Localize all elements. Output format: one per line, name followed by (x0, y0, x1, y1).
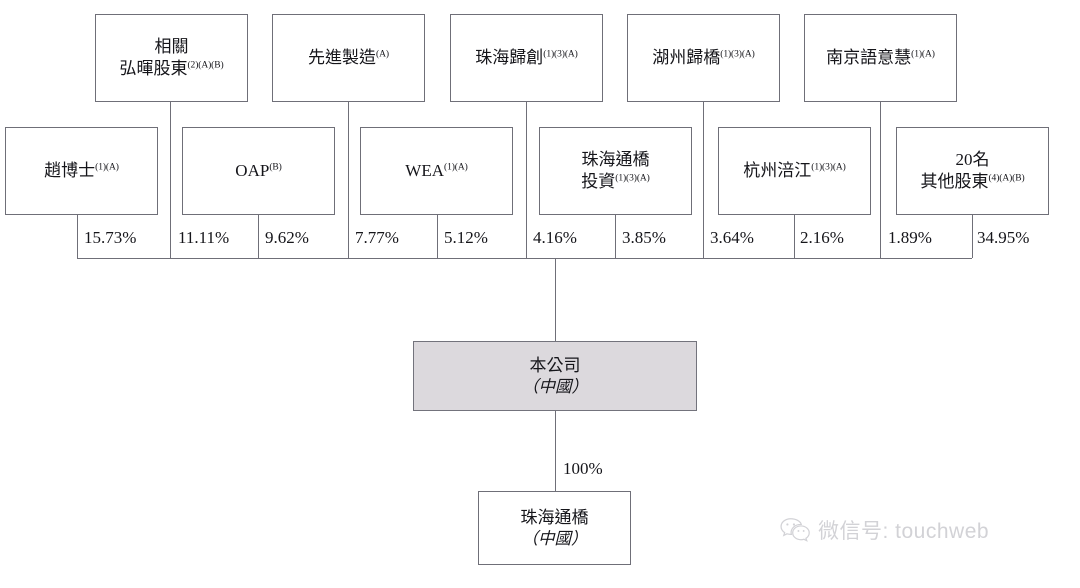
node-company[interactable]: 本公司 （中國） (413, 341, 697, 411)
watermark-text: 微信号: touchweb (818, 520, 990, 543)
node-company-region: （中國） (522, 377, 588, 397)
node-mid-5-line1: 杭州涪江(1)(3)(A) (743, 161, 846, 181)
node-top-4[interactable]: 湖州歸橋(1)(3)(A) (627, 14, 780, 102)
node-mid-2-line1: OAP(B) (235, 161, 282, 181)
node-mid-1-line1: 趙博士(1)(A) (44, 161, 119, 181)
connector-mid-3 (437, 215, 438, 258)
connector-mid-6 (972, 215, 973, 258)
pct-label-9: 2.16% (800, 228, 844, 247)
node-mid-6[interactable]: 20名 其他股東(4)(A)(B) (896, 127, 1049, 215)
node-mid-4-marks: (1)(3)(A) (615, 173, 650, 184)
connector-mid-2 (258, 215, 259, 258)
node-mid-1-marks: (1)(A) (95, 162, 119, 173)
node-subsidiary-region: （中國） (521, 529, 588, 549)
watermark: 微信号: touchweb (780, 515, 989, 545)
node-top-3[interactable]: 珠海歸創(1)(3)(A) (450, 14, 603, 102)
node-mid-2[interactable]: OAP(B) (182, 127, 335, 215)
wechat-icon (780, 517, 810, 543)
shareholder-bus-line (77, 258, 972, 259)
node-top-1-marks: (2)(A)(B) (187, 60, 224, 71)
pct-label-subsidiary: 100% (563, 459, 603, 478)
node-mid-6-line1: 20名 (955, 150, 990, 170)
connector-mid-1 (77, 215, 78, 258)
node-top-3-marks: (1)(3)(A) (543, 49, 578, 60)
node-top-4-marks: (1)(3)(A) (720, 49, 755, 60)
node-top-2-line1: 先進製造(A) (308, 48, 389, 68)
node-mid-4-line2: 投資(1)(3)(A) (581, 172, 650, 191)
node-mid-3-marks: (1)(A) (444, 162, 468, 173)
node-top-5-line1: 南京語意慧(1)(A) (826, 48, 935, 68)
node-mid-5[interactable]: 杭州涪江(1)(3)(A) (718, 127, 871, 215)
node-top-3-line1: 珠海歸創(1)(3)(A) (475, 48, 578, 68)
node-mid-4[interactable]: 珠海通橋 投資(1)(3)(A) (539, 127, 692, 215)
connector-bus-to-company (555, 258, 556, 341)
node-mid-6-line2: 其他股東(4)(A)(B) (920, 172, 1025, 191)
node-top-2[interactable]: 先進製造(A) (272, 14, 425, 102)
node-top-2-marks: (A) (376, 49, 389, 60)
pct-label-5: 5.12% (444, 228, 488, 247)
node-top-5[interactable]: 南京語意慧(1)(A) (804, 14, 957, 102)
pct-label-1: 15.73% (84, 228, 137, 247)
node-mid-1[interactable]: 趙博士(1)(A) (5, 127, 158, 215)
pct-label-4: 7.77% (355, 228, 399, 247)
node-top-5-marks: (1)(A) (911, 49, 935, 60)
node-mid-5-marks: (1)(3)(A) (811, 162, 846, 173)
node-top-1[interactable]: 相關 弘暉股東(2)(A)(B) (95, 14, 248, 102)
pct-label-2: 11.11% (178, 228, 230, 247)
node-top-1-line2: 弘暉股東(2)(A)(B) (119, 59, 224, 78)
node-mid-2-marks: (B) (269, 162, 282, 173)
node-mid-6-marks: (4)(A)(B) (988, 173, 1025, 184)
connector-top-5 (880, 102, 881, 258)
connector-top-1 (170, 102, 171, 258)
pct-label-7: 3.85% (622, 228, 666, 247)
connector-top-2 (348, 102, 349, 258)
node-company-name: 本公司 (529, 355, 581, 375)
connector-mid-5 (794, 215, 795, 258)
node-subsidiary-name: 珠海通橋 (520, 507, 589, 527)
pct-label-3: 9.62% (265, 228, 309, 247)
node-top-4-line1: 湖州歸橋(1)(3)(A) (652, 48, 755, 68)
connector-mid-4 (615, 215, 616, 258)
pct-label-6: 4.16% (533, 228, 577, 247)
node-top-1-line1: 相關 (154, 37, 189, 57)
node-mid-3[interactable]: WEA(1)(A) (360, 127, 513, 215)
pct-label-11: 34.95% (977, 228, 1030, 247)
pct-label-8: 3.64% (710, 228, 754, 247)
connector-top-3 (526, 102, 527, 258)
pct-label-10: 1.89% (888, 228, 932, 247)
connector-company-to-subsidiary (555, 411, 556, 491)
node-mid-3-line1: WEA(1)(A) (405, 161, 468, 181)
node-subsidiary[interactable]: 珠海通橋 （中國） (478, 491, 631, 565)
node-mid-4-line1: 珠海通橋 (581, 150, 650, 170)
connector-top-4 (703, 102, 704, 258)
